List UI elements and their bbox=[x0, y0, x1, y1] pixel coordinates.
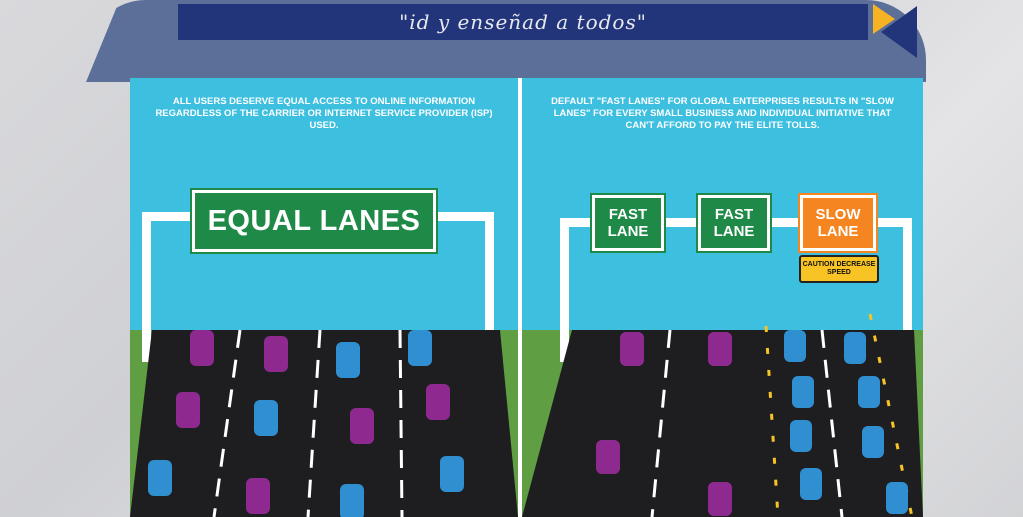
car bbox=[790, 420, 812, 452]
car bbox=[708, 482, 732, 516]
car bbox=[336, 342, 360, 378]
car bbox=[190, 330, 214, 366]
equal-lanes-sign: EQUAL LANES bbox=[190, 188, 438, 254]
gantry-post-right bbox=[903, 218, 912, 362]
car bbox=[596, 440, 620, 474]
right-caption: DEFAULT "FAST LANES" FOR GLOBAL ENTERPRI… bbox=[551, 96, 894, 131]
car bbox=[858, 376, 880, 408]
car bbox=[784, 330, 806, 362]
title-banner: "id y enseñad a todos" bbox=[178, 4, 868, 40]
car bbox=[440, 456, 464, 492]
slow-lane-sign: SLOW LANE bbox=[798, 193, 878, 253]
gantry-post-right bbox=[485, 212, 494, 362]
car bbox=[844, 332, 866, 364]
play-arrow-icon bbox=[873, 4, 917, 58]
net-neutrality-infographic: ALL USERS DESERVE EQUAL ACCESS TO ONLINE… bbox=[130, 78, 923, 517]
fast-lanes-panel: DEFAULT "FAST LANES" FOR GLOBAL ENTERPRI… bbox=[522, 78, 923, 517]
car bbox=[148, 460, 172, 496]
car bbox=[408, 330, 432, 366]
highway bbox=[130, 329, 518, 517]
fast-lane-sign-2: FAST LANE bbox=[696, 193, 772, 253]
car bbox=[862, 426, 884, 458]
highway bbox=[522, 313, 923, 517]
gantry-post-left bbox=[142, 212, 151, 362]
car bbox=[708, 332, 732, 366]
car bbox=[792, 376, 814, 408]
equal-lanes-panel: ALL USERS DESERVE EQUAL ACCESS TO ONLINE… bbox=[130, 78, 518, 517]
car bbox=[886, 482, 908, 514]
car bbox=[350, 408, 374, 444]
banner-text: "id y enseñad a todos" bbox=[399, 10, 647, 34]
panel-divider bbox=[518, 78, 522, 517]
cars bbox=[176, 330, 450, 514]
car bbox=[620, 332, 644, 366]
car bbox=[254, 400, 278, 436]
gantry-post-left bbox=[560, 218, 569, 362]
fast-lane-sign-1: FAST LANE bbox=[590, 193, 666, 253]
caution-sign: CAUTION DECREASE SPEED bbox=[799, 255, 879, 283]
car bbox=[340, 484, 364, 517]
car bbox=[176, 392, 200, 428]
car bbox=[426, 384, 450, 420]
car bbox=[800, 468, 822, 500]
car bbox=[264, 336, 288, 372]
car bbox=[246, 478, 270, 514]
left-caption: ALL USERS DESERVE EQUAL ACCESS TO ONLINE… bbox=[155, 96, 493, 131]
